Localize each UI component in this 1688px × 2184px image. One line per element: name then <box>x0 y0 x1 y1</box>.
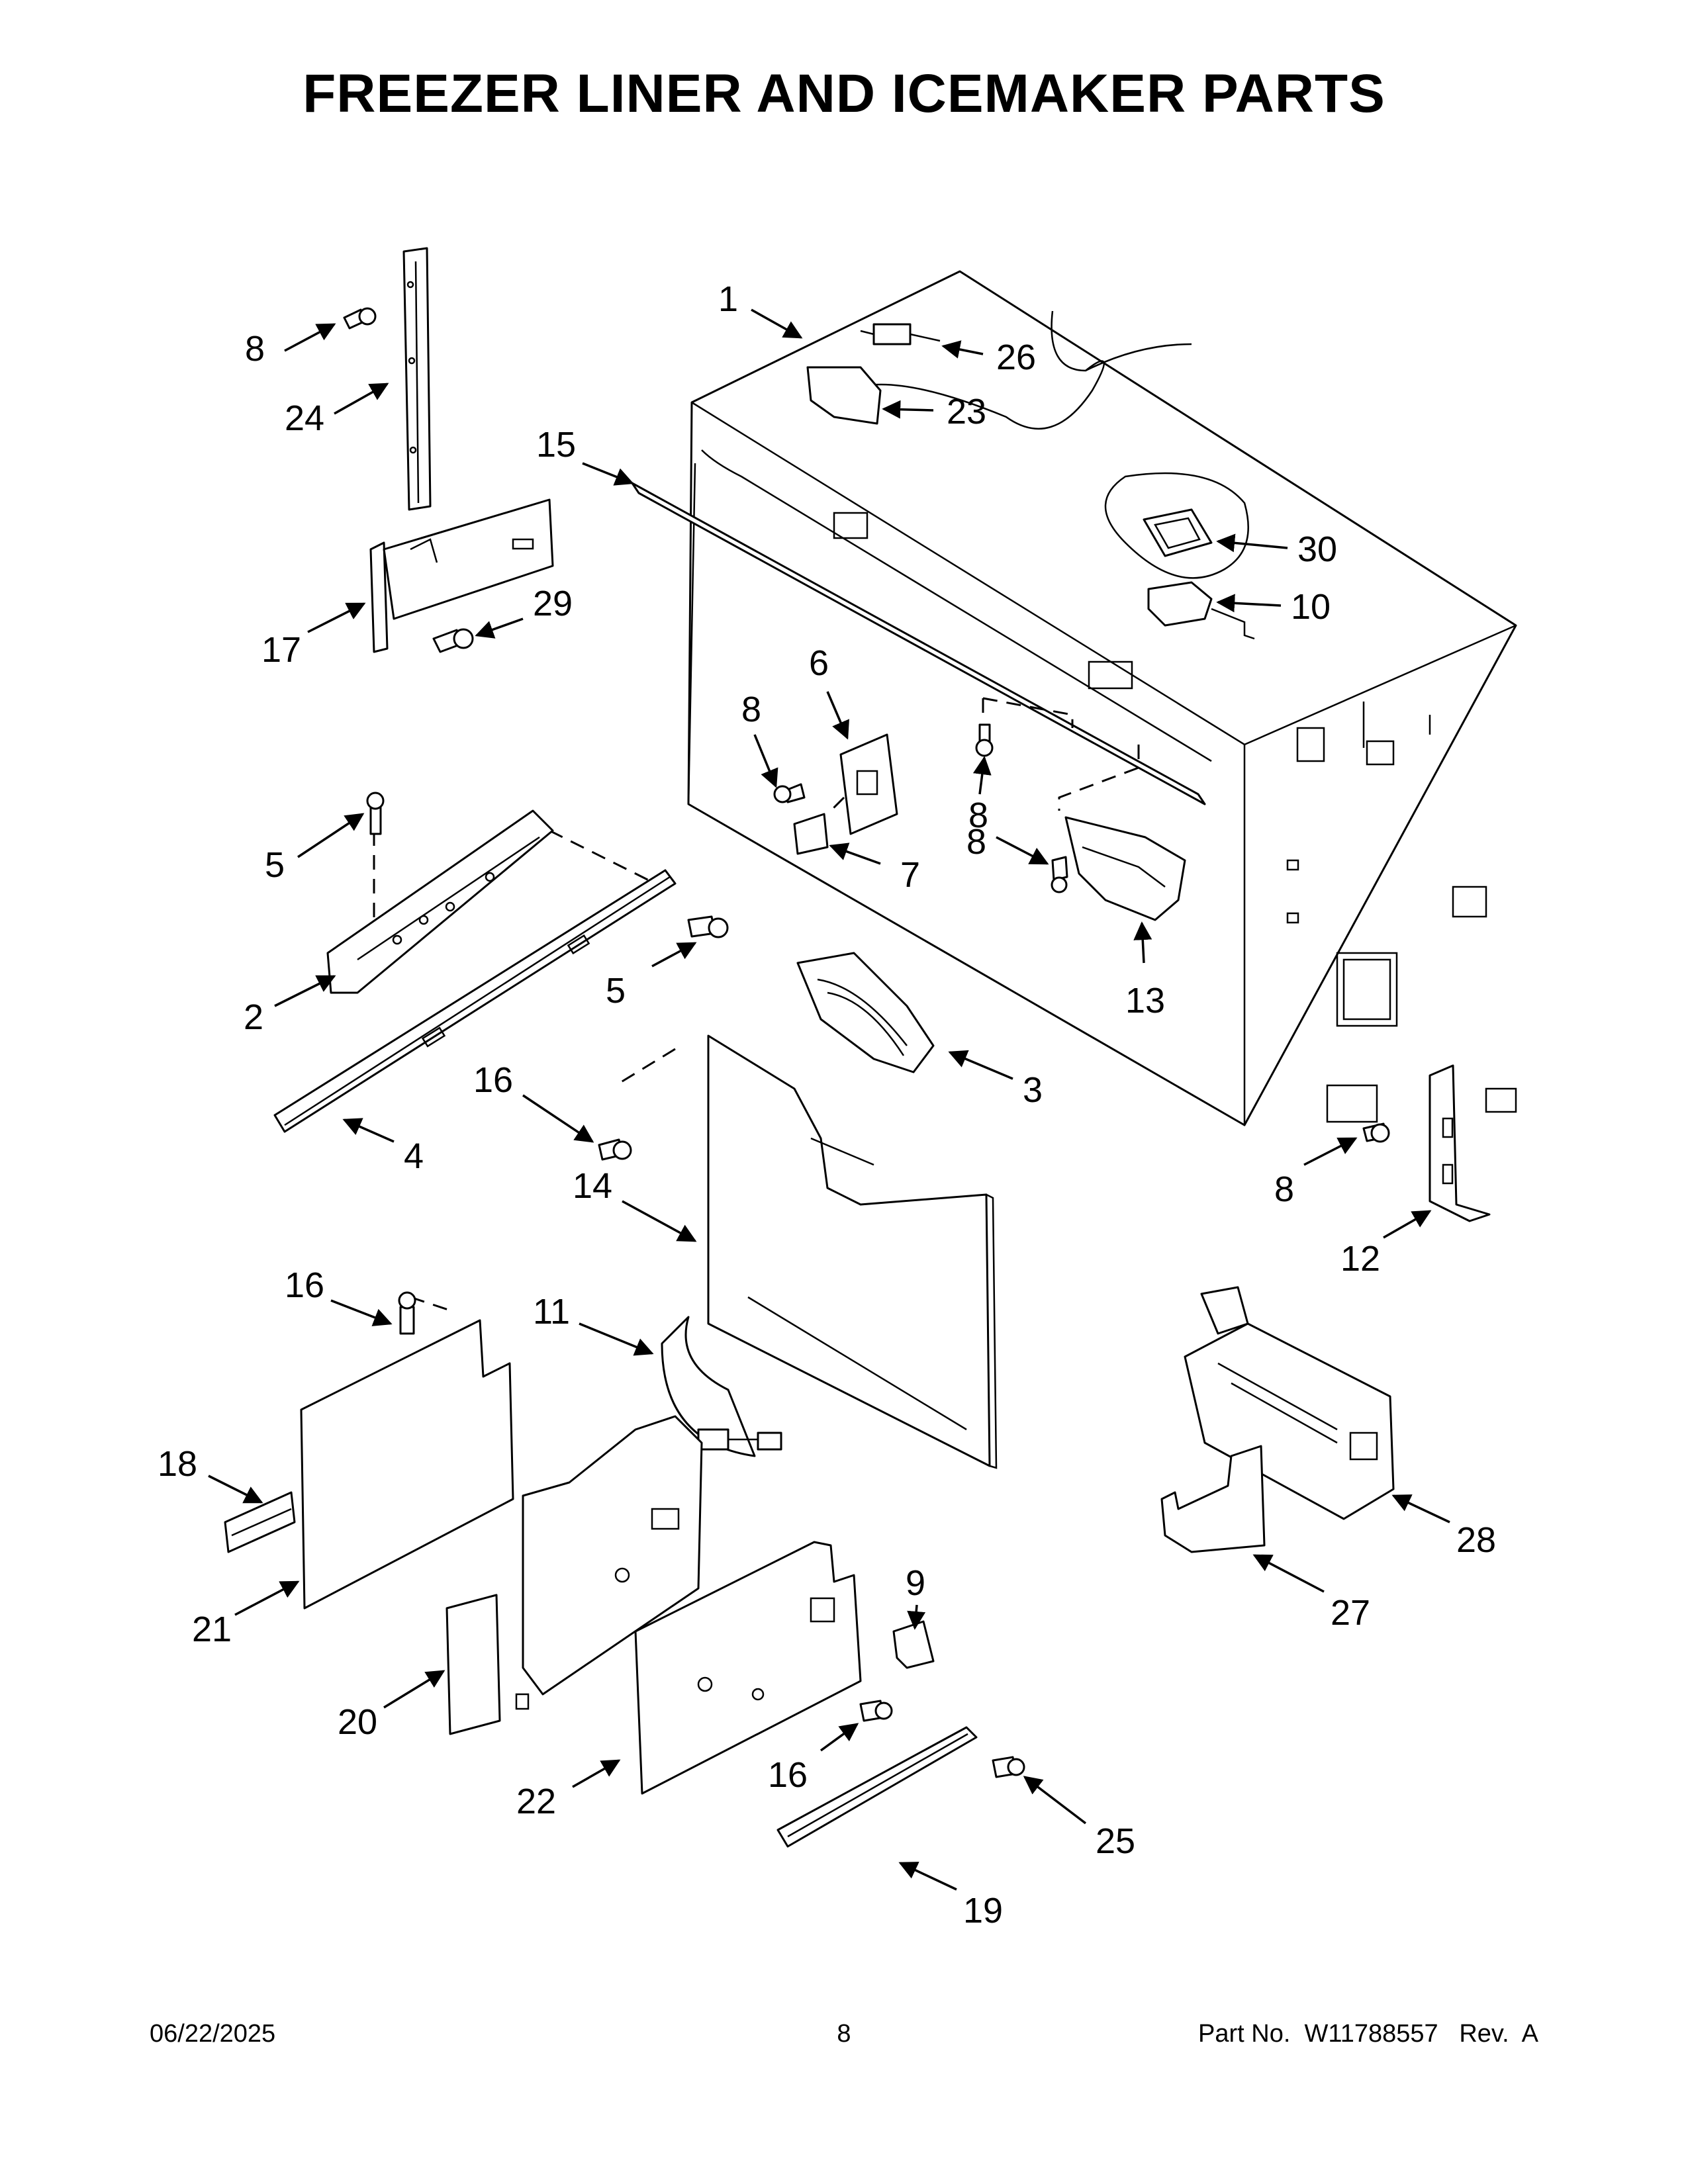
callout-7: 7 <box>900 855 920 895</box>
freezer-liner-drawing <box>687 270 1517 1126</box>
bracket-12-drawing <box>1362 1064 1491 1222</box>
callout-23: 23 <box>947 392 986 432</box>
callout-28: 28 <box>1456 1520 1496 1560</box>
switch-9-drawing <box>892 1620 935 1669</box>
callout-19: 19 <box>963 1891 1003 1931</box>
footer-page-number: 8 <box>837 2020 851 2048</box>
bracket-17-drawing <box>369 498 554 653</box>
callout-8e: 8 <box>1274 1169 1294 1209</box>
rear-panel-14-drawing <box>707 1034 998 1469</box>
footer-date: 06/22/2025 <box>150 2020 276 2048</box>
callout-17: 17 <box>261 630 301 670</box>
callout-18: 18 <box>158 1444 197 1484</box>
leader-arrows <box>208 308 1450 1891</box>
callout-20: 20 <box>338 1702 377 1742</box>
callout-21: 21 <box>192 1610 232 1649</box>
callout-8d: 8 <box>966 822 986 862</box>
strip-15-drawing <box>631 482 1206 805</box>
icemaker-28-drawing <box>1184 1286 1395 1520</box>
callout-9: 9 <box>906 1563 925 1603</box>
callout-22: 22 <box>516 1782 556 1821</box>
callout-16b: 16 <box>285 1265 324 1305</box>
callout-12: 12 <box>1340 1239 1380 1279</box>
callout-16a: 16 <box>473 1060 513 1100</box>
callout-27: 27 <box>1331 1593 1370 1633</box>
callout-13: 13 <box>1125 981 1165 1021</box>
footer-part-number: Part No. W11788557 Rev. A <box>1198 2020 1538 2048</box>
callout-2: 2 <box>244 997 263 1037</box>
callout-6: 6 <box>809 643 829 683</box>
harness-and-cover-drawings <box>806 323 1255 640</box>
bracket-6-and-damper-7 <box>773 723 1068 893</box>
callout-29: 29 <box>533 584 573 623</box>
callout-24: 24 <box>285 398 324 438</box>
side-panel-22-drawing <box>634 1541 862 1795</box>
callout-numbers: 1 26 23 30 10 15 8 24 17 29 6 8 8 8 7 13… <box>158 279 1496 1931</box>
housing-20-drawing <box>445 1415 703 1735</box>
callout-3: 3 <box>1023 1070 1043 1110</box>
callout-25: 25 <box>1096 1821 1135 1861</box>
ice-chute-3-drawing <box>796 952 935 1073</box>
callout-5a: 5 <box>265 845 285 885</box>
callout-10: 10 <box>1291 587 1331 627</box>
callout-8b: 8 <box>741 690 761 729</box>
callout-16c: 16 <box>768 1755 808 1795</box>
callout-14: 14 <box>573 1166 612 1206</box>
callout-1: 1 <box>718 279 738 319</box>
callout-5b: 5 <box>606 971 626 1011</box>
cover-27-drawing <box>1160 1445 1266 1553</box>
callout-11: 11 <box>533 1292 570 1332</box>
callout-8a: 8 <box>245 329 265 369</box>
side-panel-21-drawing <box>224 1291 514 1610</box>
bracket-13-fold <box>1082 846 1166 887</box>
slide-rail-4-drawing <box>273 869 677 1133</box>
callout-15: 15 <box>536 425 576 465</box>
page-title: FREEZER LINER AND ICEMAKER PARTS <box>303 64 1385 124</box>
bracket-24-drawing <box>343 247 432 511</box>
callout-26: 26 <box>996 338 1036 377</box>
bracket-2-drawing <box>326 792 729 994</box>
callout-4: 4 <box>404 1136 424 1176</box>
slide-rail-19-drawing <box>776 1726 978 1848</box>
bracket-13-drawing <box>1064 816 1186 921</box>
harness-11-drawing <box>661 1316 782 1457</box>
callout-8c: 8 <box>968 796 988 835</box>
callout-30: 30 <box>1297 529 1337 569</box>
